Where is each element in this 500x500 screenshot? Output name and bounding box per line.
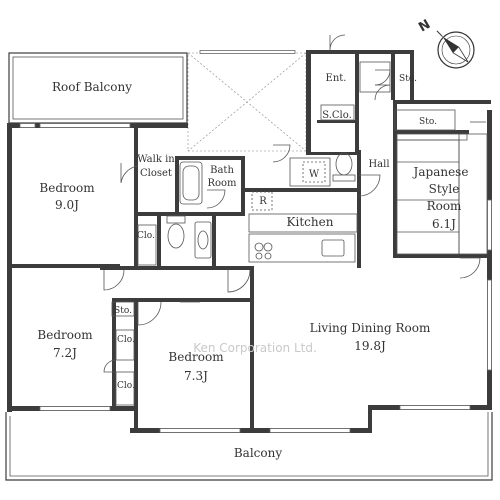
exterior-walls — [7, 50, 492, 433]
washer-label: W — [309, 169, 320, 180]
windows — [19, 50, 492, 433]
fridge-label: R — [259, 196, 267, 207]
bath-label-2: Room — [207, 178, 237, 189]
roof-balcony-label: Roof Balcony — [52, 80, 132, 94]
japanese-room-label-3: Room — [427, 199, 462, 213]
closet-a-label: Clo. — [137, 231, 155, 241]
balcony-outline — [5, 412, 493, 481]
bedroom1-size: 9.0J — [55, 198, 79, 212]
shoe-closet-label: S.Clo. — [322, 110, 352, 121]
japanese-room-label-2: Style — [429, 182, 460, 196]
bedroom2-size: 7.2J — [53, 346, 77, 360]
bedroom2-label: Bedroom — [37, 328, 93, 342]
bedroom3-size: 7.3J — [184, 369, 208, 383]
closet-c-label: Clo. — [117, 381, 135, 391]
compass-icon — [436, 30, 475, 69]
living-dining-size: 19.8J — [354, 339, 386, 353]
storage-top-right-label: Sto. — [399, 74, 417, 84]
bath-label-1: Bath — [210, 165, 234, 176]
interior-walls — [12, 54, 491, 433]
closet-b-label: Clo. — [117, 335, 135, 345]
bedroom3-label: Bedroom — [168, 350, 224, 364]
walk-in-closet-label-2: Closet — [140, 168, 172, 179]
void-area — [187, 52, 307, 152]
japanese-room-label-1: Japanese — [412, 165, 469, 179]
entrance-label: Ent. — [326, 73, 347, 84]
japanese-room-size: 6.1J — [432, 217, 456, 231]
compass-north-label: N — [416, 17, 433, 35]
kitchen-label: Kitchen — [287, 215, 334, 229]
room-labels: Roof Balcony Ent. S.Clo. Sto. Sto. Walk … — [37, 73, 468, 460]
sliding-doors — [111, 61, 488, 406]
doors — [103, 34, 486, 373]
living-dining-label: Living Dining Room — [310, 321, 431, 335]
walk-in-closet-label-1: Walk in — [137, 154, 175, 165]
watermark-text: Ken Corporation Ltd. — [193, 341, 317, 355]
storage-left-label: Sto. — [114, 306, 132, 316]
balcony-label: Balcony — [234, 446, 282, 460]
storage-right-label: Sto. — [419, 117, 437, 127]
bedroom1-label: Bedroom — [39, 181, 95, 195]
hall-label: Hall — [368, 159, 389, 170]
fixtures — [166, 152, 358, 263]
